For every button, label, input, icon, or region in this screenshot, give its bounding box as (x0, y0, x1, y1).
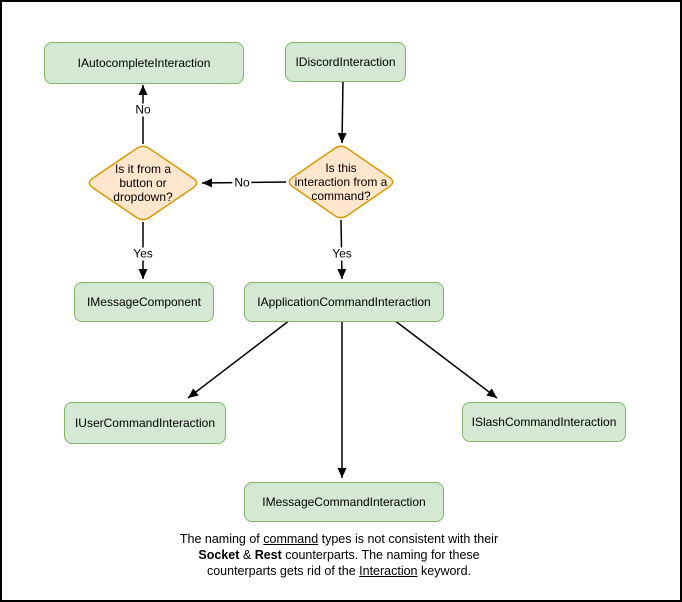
edge-discord-to-fromcommand (337, 79, 347, 144)
node-label: ISlashCommandInteraction (471, 415, 617, 429)
node-label: IMessageCommandInteraction (262, 495, 426, 509)
decision-text-line: command? (311, 189, 371, 203)
edge-label-yes-command: Yes (330, 246, 354, 261)
decision-button-dropdown-text: Is it from a button or dropdown? (83, 162, 203, 204)
edge-applicationcommand-to-usercommand (187, 319, 291, 399)
node-iusercommandinteraction: IUserCommandInteraction (64, 402, 226, 444)
node-iapplicationcommandinteraction: IApplicationCommandInteraction (244, 282, 444, 322)
decision-text-line: Is this (325, 161, 357, 175)
node-iautocompleteinteraction: IAutocompleteInteraction (44, 42, 244, 84)
node-label: IAutocompleteInteraction (77, 56, 211, 70)
note-line-3: counterparts gets rid of the Interaction… (206, 564, 472, 578)
decision-button-dropdown-shape (88, 145, 198, 221)
note-line-2: Socket & Rest counterparts. The naming f… (198, 548, 480, 562)
node-idiscordinteraction: IDiscordInteraction (285, 42, 406, 82)
node-label: IMessageComponent (86, 295, 202, 309)
edge-applicationcommand-to-slashcommand (393, 319, 498, 399)
decision-text-line: interaction from a (294, 175, 388, 189)
decision-text-line: button or (119, 176, 167, 190)
node-label: IApplicationCommandInteraction (257, 295, 431, 309)
decision-from-command-text: Is this interaction from a command? (281, 161, 401, 203)
edge-label-no-autocomplete: No (133, 102, 153, 117)
note-line-1: The naming of command types is not consi… (179, 532, 499, 546)
note-text: The naming of command types is not consi… (137, 531, 541, 579)
node-label: IDiscordInteraction (295, 55, 396, 69)
node-islashcommandinteraction: ISlashCommandInteraction (462, 402, 626, 442)
edge-label-yes-component: Yes (131, 246, 155, 261)
node-label: IUserCommandInteraction (74, 416, 216, 430)
edge-label-no-component: No (232, 175, 252, 190)
node-imessagecommandinteraction: IMessageCommandInteraction (244, 482, 444, 522)
node-imessagecomponent: IMessageComponent (74, 282, 214, 322)
decision-from-command-shape (288, 145, 394, 219)
decision-text-line: dropdown? (113, 190, 173, 204)
decision-text-line: Is it from a (114, 162, 171, 176)
